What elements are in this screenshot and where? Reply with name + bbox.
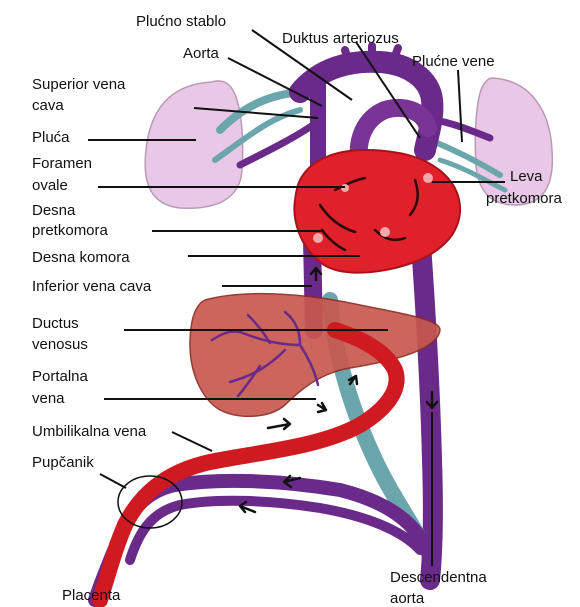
left-lung (145, 81, 243, 208)
label-leva-pretkomora-1: Leva (510, 168, 543, 185)
label-inferior-vena-cava: Inferior vena cava (32, 278, 152, 295)
label-duktus-arteriozus: Duktus arteriozus (282, 30, 399, 47)
label-aorta: Aorta (183, 45, 220, 62)
label-portalna-vena-2: vena (32, 390, 65, 407)
liver (190, 294, 440, 417)
label-superior-vena-cava-2: cava (32, 97, 64, 114)
label-leva-pretkomora-2: pretkomora (486, 190, 563, 207)
label-foramen-ovale-2: ovale (32, 177, 68, 194)
label-pupcanik: Pupčanik (32, 454, 94, 471)
right-lung (475, 78, 552, 205)
label-plucne-vene: Plućne vene (412, 53, 495, 70)
label-desna-komora: Desna komora (32, 249, 130, 266)
label-desna-pretkomora-2: pretkomora (32, 222, 109, 239)
label-ductus-venosus-2: venosus (32, 336, 88, 353)
label-portalna-vena-1: Portalna (32, 368, 89, 385)
label-umbilikalna-vena: Umbilikalna vena (32, 423, 147, 440)
label-descendentna-aorta-2: aorta (390, 590, 425, 607)
label-placenta: Placenta (62, 587, 121, 604)
label-pluca: Pluća (32, 129, 70, 146)
label-foramen-ovale-1: Foramen (32, 155, 92, 172)
label-superior-vena-cava-1: Superior vena (32, 76, 126, 93)
label-descendentna-aorta-1: Descendentna (390, 569, 487, 586)
heart (294, 150, 460, 273)
label-desna-pretkomora-1: Desna (32, 202, 76, 219)
label-plucno-stablo: Plućno stablo (136, 13, 226, 30)
label-ductus-venosus-1: Ductus (32, 315, 79, 332)
